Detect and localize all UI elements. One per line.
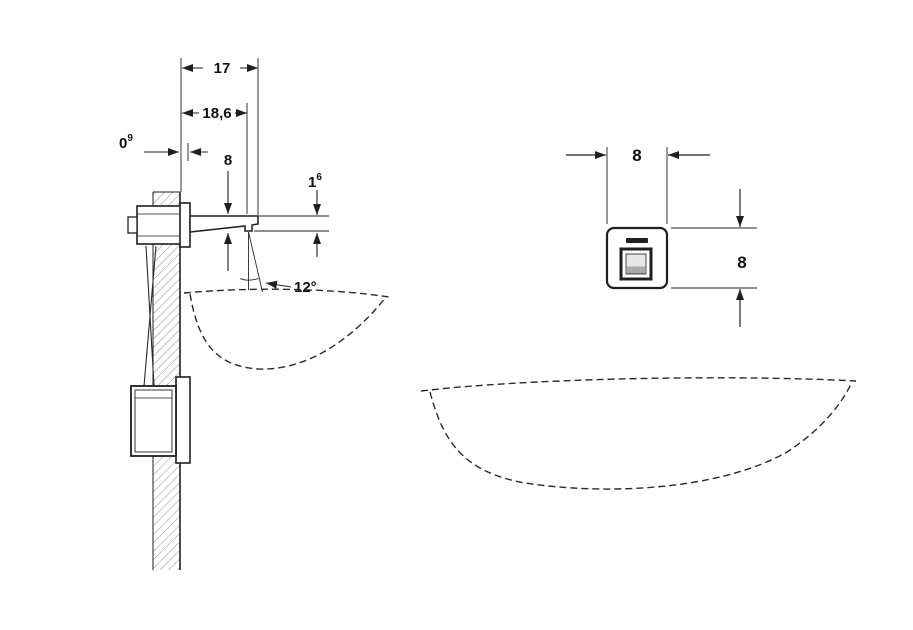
box-body [130,385,177,457]
basin-rim-side [183,288,390,298]
basin-bowl-side [189,293,387,370]
dim-plate-width-label: 8 [632,146,641,165]
dimensions-side-view [144,58,329,271]
dim-plate-height-label: 8 [737,253,746,272]
sensor-plate-front-view [605,226,669,290]
wall-tolerance-main: 0 [119,135,127,152]
basin-rim-front [420,377,857,392]
basin-front-view [420,377,857,490]
angle-leader-arrow [265,280,292,289]
body-rear-fitting [127,216,138,234]
dim-depth-total-label: 17 [214,60,231,77]
faucet-concealed-body [136,205,182,245]
angle-arc [240,278,259,281]
faucet-side-view [127,202,259,248]
basin-side-view [183,288,390,370]
spout-tip-sup: 6 [316,172,322,183]
function-box [130,376,191,464]
dimensions-front-view [566,147,757,327]
spout-tip-main: 1 [308,174,316,191]
faucet-escutcheon [179,202,191,248]
dim-depth-outlet-label: 18,6 [202,105,231,122]
dim-spout-tip-label: 16 [308,172,322,191]
box-wall-plate [175,376,191,464]
dim-spout-height-label: 8 [224,152,232,169]
wall-tolerance-sup: 9 [127,133,133,144]
box-inner-frame [134,389,173,453]
sensor-window-shade [627,266,645,274]
jet-angle-label: 12° [294,279,317,296]
water-jet-angle [240,231,292,293]
jet-line [248,231,263,293]
conduit-line [143,245,157,387]
basin-bowl-front [429,383,852,490]
dim-wall-tolerance-label: 09 [119,133,133,152]
faucet-spout [189,215,259,233]
supply-conduits [143,245,157,387]
outlet-slot [626,238,648,243]
